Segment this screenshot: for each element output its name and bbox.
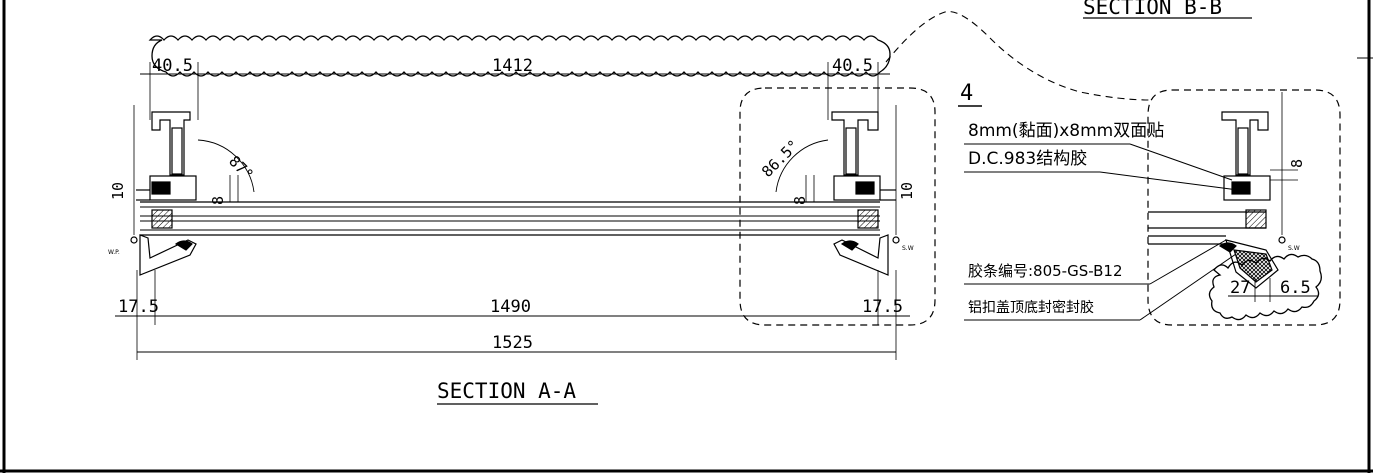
callout-cap-sealant: 铝扣盖顶底封密封胶 [968,299,1094,316]
mullion-bb [1148,92,1298,289]
detail-bubble-bb [1147,89,1341,326]
callout-tape: 8mm(黏面)x8mm双面贴 [968,121,1164,141]
detail-number: 4 [960,81,973,106]
dim-bb-27: 27 [1230,278,1250,298]
section-aa: 40.5 1412 40.5 1 [108,35,936,405]
detail-bubble-right [739,87,936,326]
mullion-left [130,105,255,276]
detail-connector-curve [885,10,1151,101]
section-bb-title: SECTION B-B [1083,0,1222,19]
dim-top-left: 40.5 [152,56,193,76]
dim-left-joint: 8 [209,196,227,205]
callout-gasket: 胶条编号:805-GS-B12 [968,262,1123,280]
revision-cloud-bb [1208,253,1322,321]
dim-bb-6-5: 6.5 [1280,278,1311,298]
dim-bottom-middle: 1490 [490,297,531,317]
dim-top-middle: 1412 [492,56,533,76]
label-sw-a: S.W [902,245,914,252]
leader-lines [1099,143,1239,321]
dim-bottom-right: 17.5 [862,297,903,317]
mullion-right [775,105,900,276]
section-aa-title: SECTION A-A [437,379,576,403]
glass-panel [140,201,880,236]
dim-left-gap: 10 [109,182,127,200]
dim-bb-joint: 8 [1288,159,1306,168]
label-wp: W.P. [108,249,120,256]
section-bb: SECTION B-B 4 8mm(黏面)x8mm双面贴 D.C.983结构胶 … [885,0,1341,326]
callout-structural-sealant: D.C.983结构胶 [968,149,1087,169]
angle-right: 86.5° [758,136,803,181]
dim-right-gap: 10 [898,182,916,200]
dim-bottom-left: 17.5 [118,297,159,317]
dim-right-joint: 8 [791,196,809,205]
dim-top-right: 40.5 [832,56,873,76]
dim-overall: 1525 [492,333,533,353]
label-sw-b: S.W [1288,245,1300,252]
